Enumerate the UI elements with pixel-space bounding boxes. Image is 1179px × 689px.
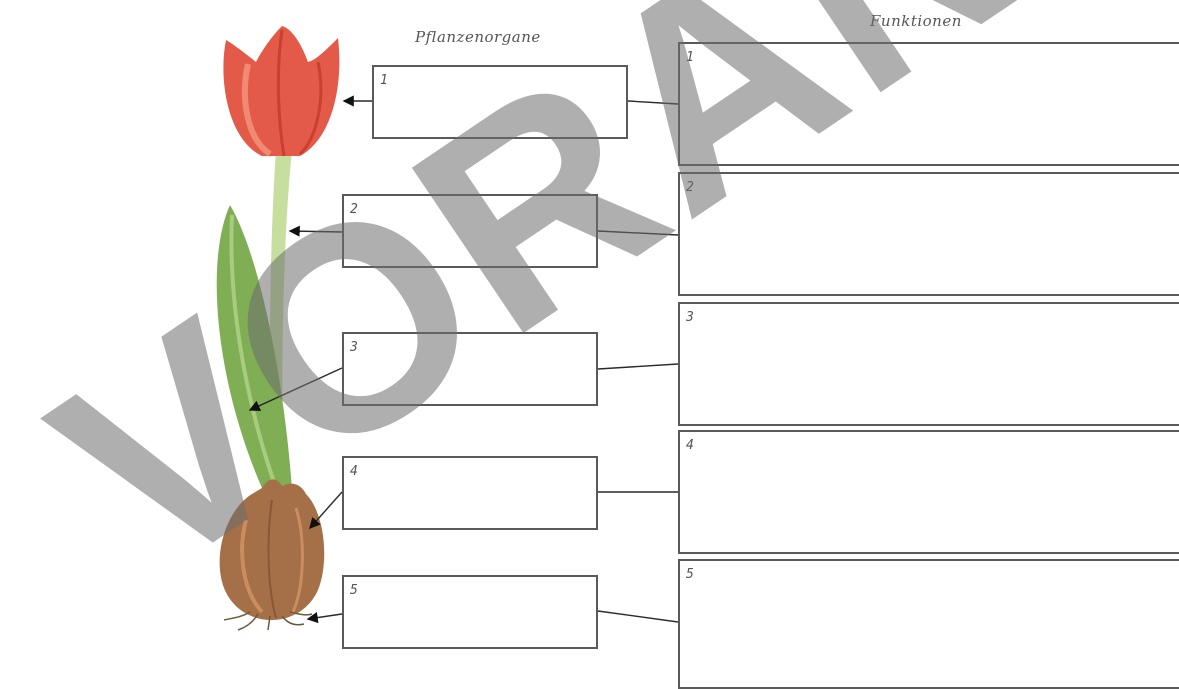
arrow-3 — [250, 368, 342, 410]
link-5 — [598, 611, 678, 622]
link-2 — [598, 231, 678, 235]
arrow-2 — [290, 231, 342, 232]
link-1 — [628, 101, 678, 104]
link-3 — [598, 364, 678, 369]
arrow-4 — [310, 492, 342, 528]
arrow-5 — [308, 614, 342, 619]
